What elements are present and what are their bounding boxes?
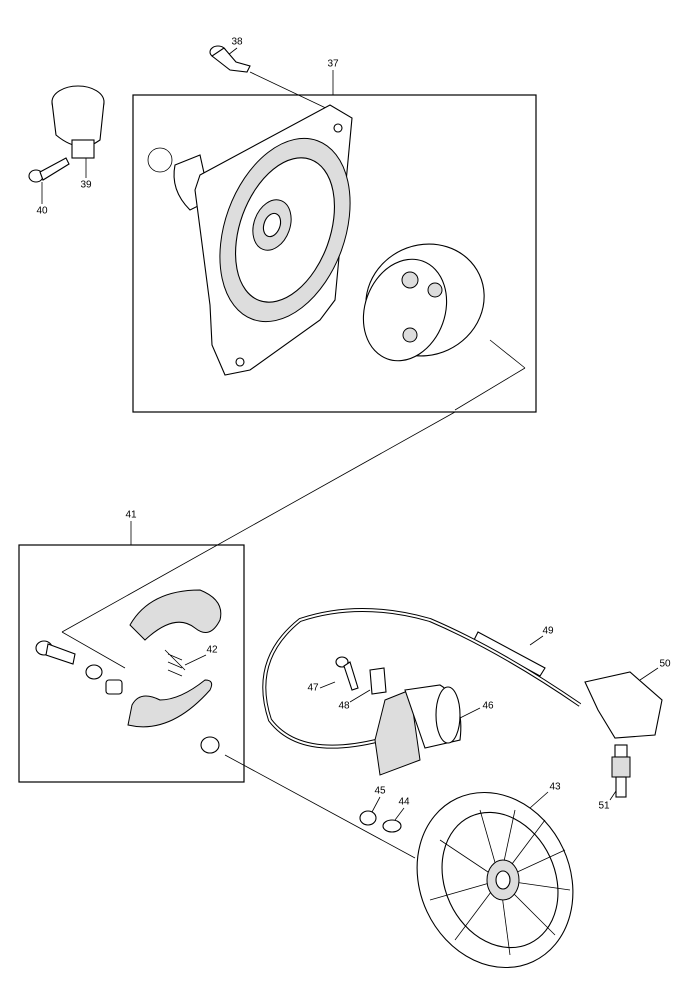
part-46-ignition-coil [374, 684, 462, 776]
group-box-37 [132, 94, 537, 413]
label-44: 44 [398, 796, 410, 808]
part-47-screw [335, 656, 359, 691]
clutch-drum [362, 243, 485, 362]
label-38: 38 [231, 36, 243, 48]
group-box-41 [18, 544, 245, 783]
part-38-screw [209, 45, 251, 73]
part-40-screw [28, 157, 70, 183]
label-49: 49 [542, 625, 554, 637]
label-47: 47 [307, 682, 319, 694]
leader-lines [41, 47, 659, 859]
label-48: 48 [338, 700, 350, 712]
part-44-washer [382, 819, 402, 833]
label-37: 37 [327, 58, 339, 70]
label-41: 41 [125, 509, 137, 521]
label-50: 50 [659, 658, 671, 670]
part-43-flywheel [416, 791, 574, 969]
label-51: 51 [598, 800, 610, 812]
part-49-tube [473, 631, 546, 677]
part-45-nut [359, 810, 377, 826]
part-51-spark-plug [611, 744, 631, 798]
label-39: 39 [80, 179, 92, 191]
part-41-clutch [35, 589, 222, 754]
label-46: 46 [482, 700, 494, 712]
part-37-housing [147, 104, 353, 376]
label-42: 42 [206, 644, 218, 656]
part-48-bracket [369, 667, 387, 695]
label-43: 43 [549, 781, 561, 793]
part-39-clamp [51, 85, 105, 159]
part-50-plug-cap [584, 671, 663, 739]
label-40: 40 [36, 205, 48, 217]
label-45: 45 [374, 785, 386, 797]
